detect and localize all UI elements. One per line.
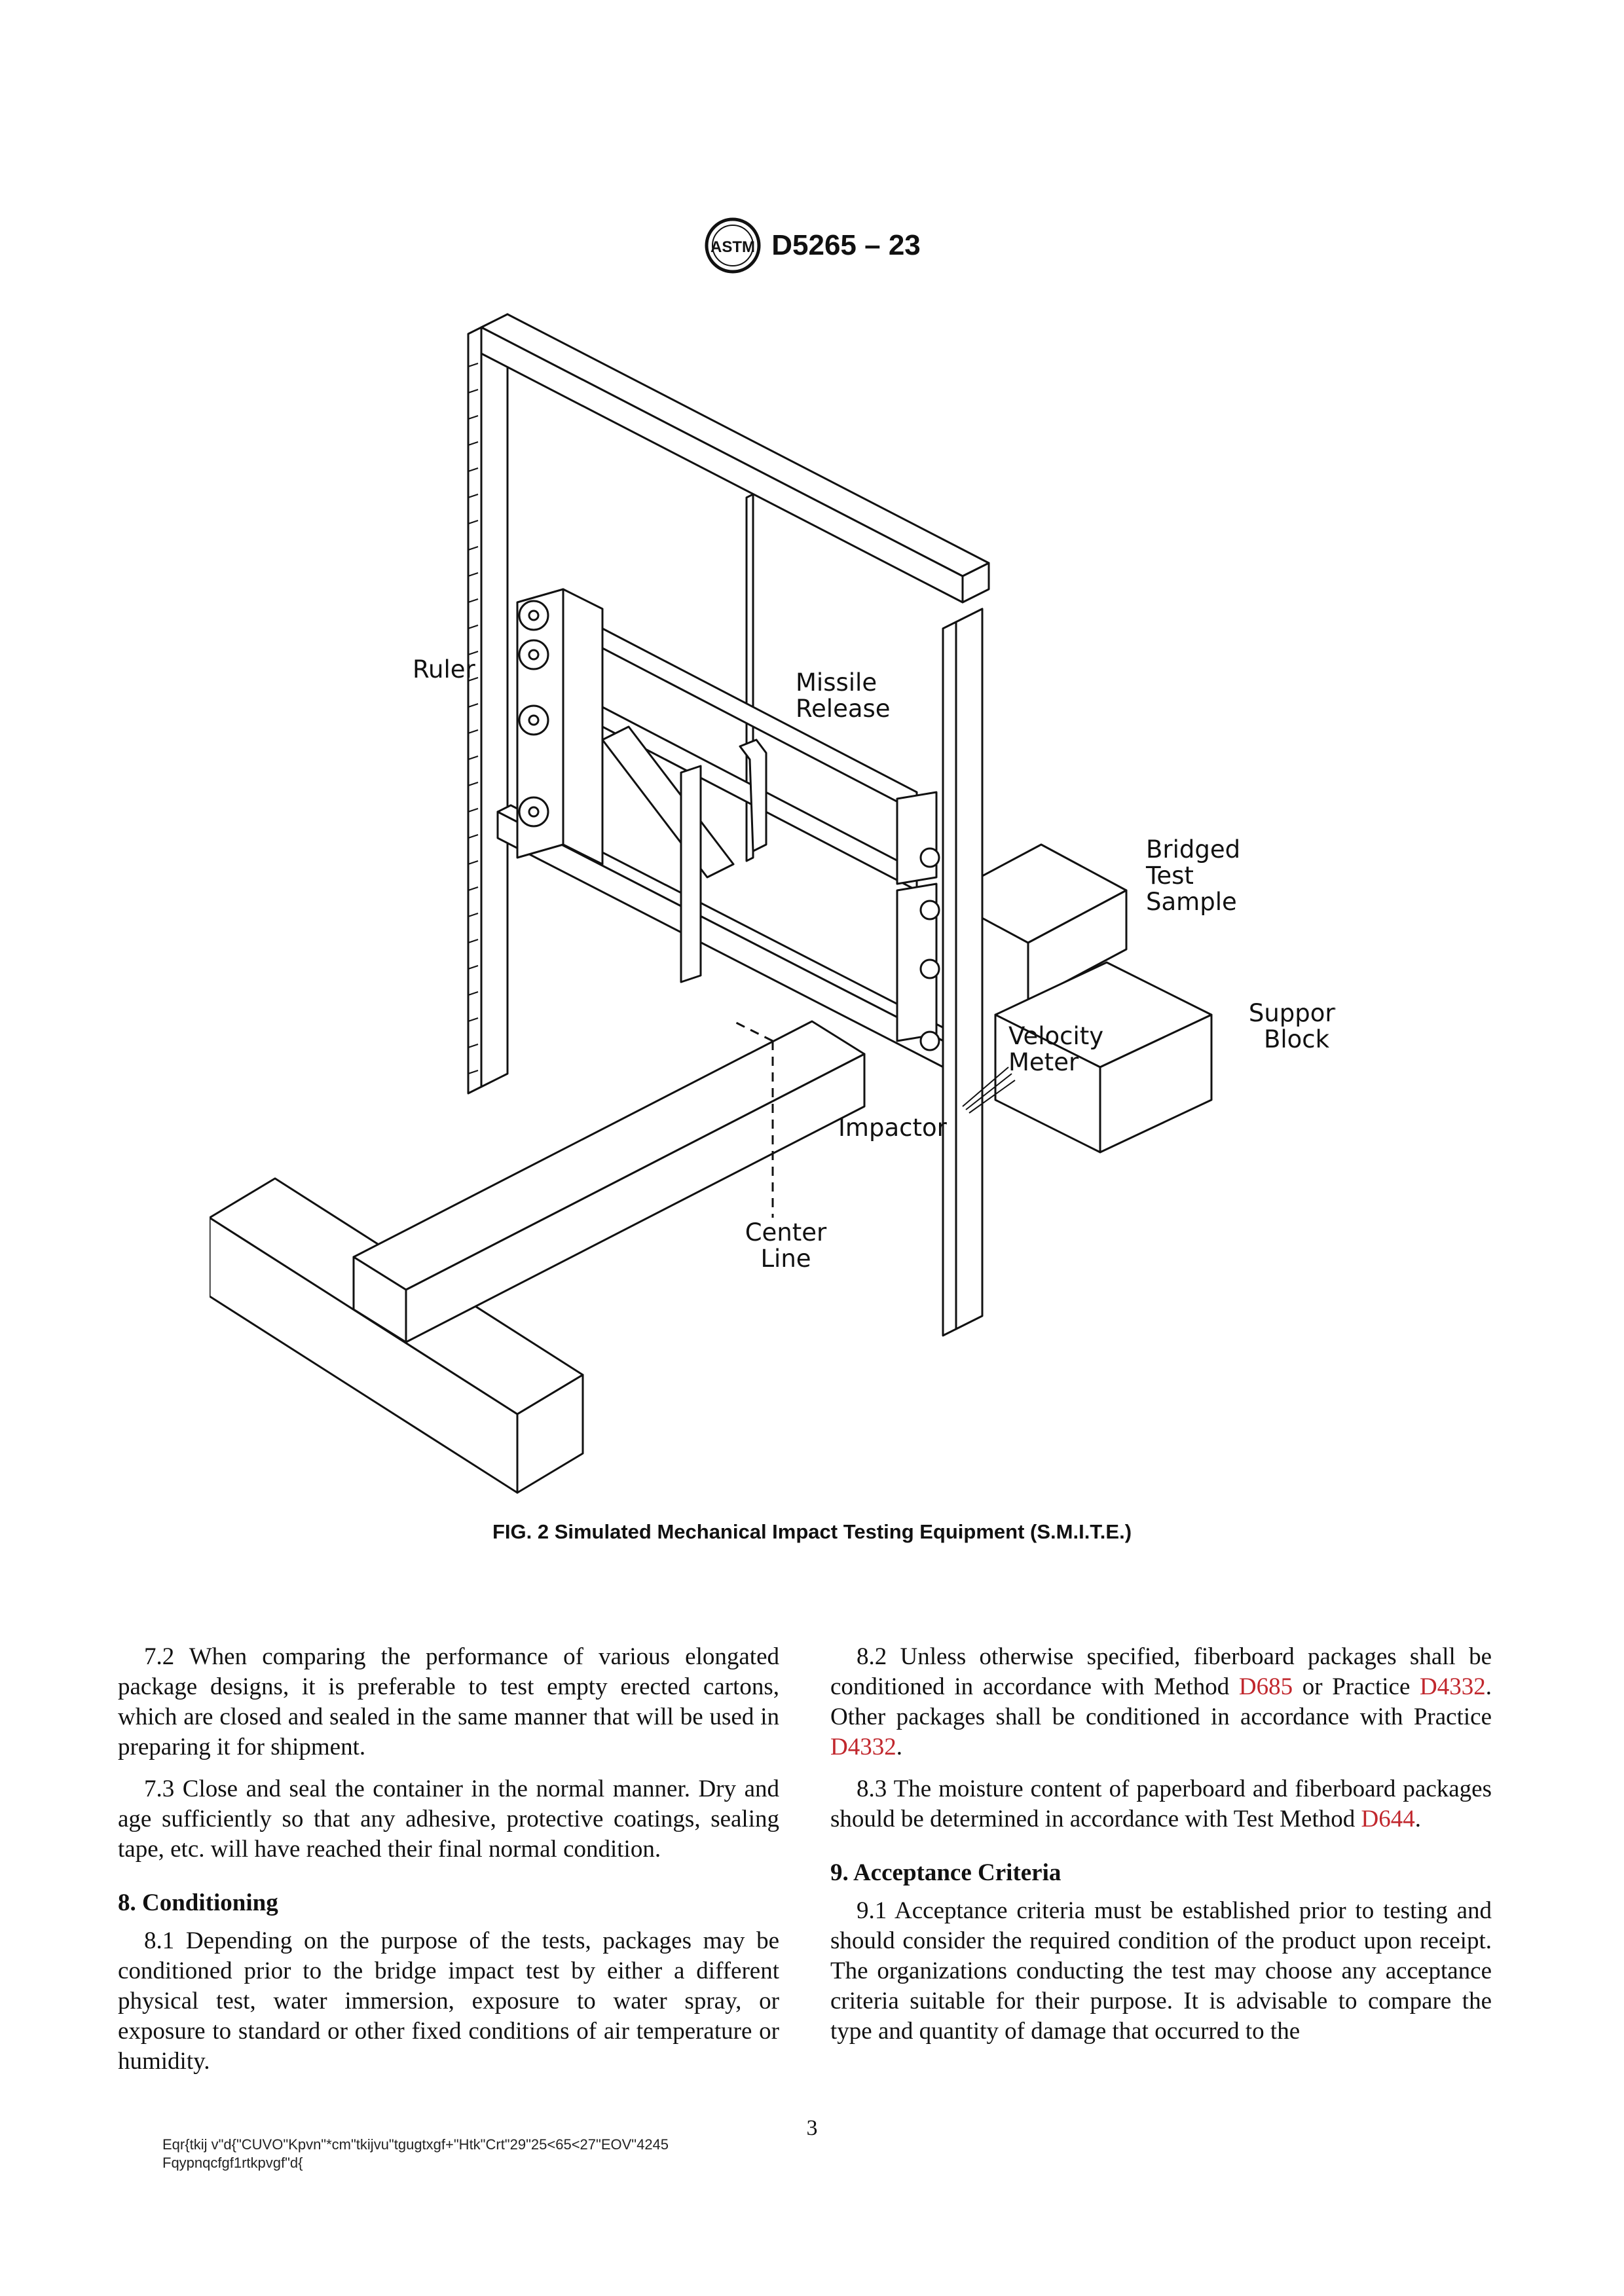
p82-text-a: 8.2 Unless otherwise specified, fiberboa… [830, 1643, 1492, 1700]
left-column: 7.2 When comparing the performance of va… [118, 1642, 779, 2088]
top-beam-front [480, 326, 964, 604]
label-test: Test [1145, 862, 1194, 890]
paragraph-7-2: 7.2 When comparing the performance of va… [118, 1643, 779, 1760]
ref-d4332-link[interactable]: D4332 [1420, 1673, 1486, 1700]
page-number: 3 [806, 2116, 818, 2140]
p83-text-a: 8.3 The moisture content of paperboard a… [830, 1776, 1492, 1832]
label-line: Line [760, 1245, 811, 1273]
right-column: 8.2 Unless otherwise specified, fiberboa… [830, 1642, 1492, 2058]
figure-caption: FIG. 2 Simulated Mechanical Impact Testi… [492, 1520, 1132, 1543]
support-block-side [994, 1013, 1101, 1154]
figure-smite: Ruler Missile Release Bridged Test Sampl… [208, 288, 1344, 1499]
carriage-wheels [518, 600, 940, 1051]
label-ruler: Ruler [413, 655, 476, 683]
label-missile: Missile [796, 668, 877, 697]
label-release: Release [796, 695, 891, 723]
label-velocity: Velocity [1008, 1022, 1103, 1050]
standard-id: D5265 – 23 [771, 229, 921, 261]
right-block-upper [896, 791, 938, 885]
p82-text-d: . [896, 1734, 902, 1760]
ref-d4332-link-2[interactable]: D4332 [830, 1734, 896, 1760]
top-beam-end [961, 562, 990, 604]
vertical-support [680, 765, 702, 983]
astm-logo-text: ASTM [710, 238, 755, 256]
right-post [955, 608, 984, 1330]
ref-d685-link[interactable]: D685 [1238, 1673, 1293, 1700]
license-footer: Eqr{tkij v"d{"CUVO"Kpvn"*cm"tkijvu"tgugt… [162, 2136, 1079, 2172]
ruler-strip [467, 326, 483, 1095]
label-sample: Sample [1146, 888, 1237, 916]
page-header: ASTM D5265 – 23 [0, 216, 1624, 278]
footer-line-1: Eqr{tkij v"d{"CUVO"Kpvn"*cm"tkijvu"tgugt… [162, 2136, 669, 2153]
p82-text-c: . Other packages shall be conditioned in… [830, 1673, 1492, 1730]
label-meter: Meter [1008, 1048, 1079, 1076]
label-block: Block [1264, 1025, 1330, 1053]
paragraph-8-1: 8.1 Depending on the purpose of the test… [118, 1927, 779, 2075]
right-post-side [942, 621, 957, 1337]
footer-line-2: Fqypnqcfgf1rtkpvgf"d{ [162, 2155, 303, 2171]
label-impactor: Impactor [838, 1114, 948, 1142]
ref-d644-link[interactable]: D644 [1361, 1806, 1415, 1832]
top-beam-top [480, 313, 990, 577]
paragraph-7-3: 7.3 Close and seal the container in the … [118, 1776, 779, 1863]
bridged-sample-end [1027, 889, 1128, 1003]
label-support: Support [1249, 999, 1336, 1027]
paragraph-8-3: 8.3 The moisture content of paperboard a… [830, 1774, 1492, 1834]
section-heading-8: 8. Conditioning [118, 1889, 278, 1916]
velocity-meter [962, 1066, 1016, 1114]
base-beam-end [516, 1374, 584, 1494]
smite-diagram: Ruler Missile Release Bridged Test Sampl… [208, 313, 1344, 1494]
carriage-left-block-side [562, 588, 604, 866]
carriage-front [496, 811, 957, 1075]
p82-text-b: or Practice [1293, 1673, 1420, 1700]
p83-text-b: . [1414, 1806, 1421, 1832]
missile-release-hook [739, 738, 767, 852]
cross-beam-side [405, 1053, 866, 1343]
left-post [480, 313, 509, 1088]
paragraph-9-1: 9.1 Acceptance criteria must be establis… [830, 1897, 1492, 2045]
label-center: Center [745, 1218, 827, 1247]
astm-logo-icon: ASTM [705, 217, 761, 274]
section-heading-9: 9. Acceptance Criteria [830, 1859, 1061, 1886]
label-bridged: Bridged [1146, 835, 1240, 864]
center-line [733, 1020, 774, 1218]
paragraph-8-2: 8.2 Unless otherwise specified, fiberboa… [830, 1642, 1492, 1762]
ruler-ticks [468, 363, 479, 1074]
